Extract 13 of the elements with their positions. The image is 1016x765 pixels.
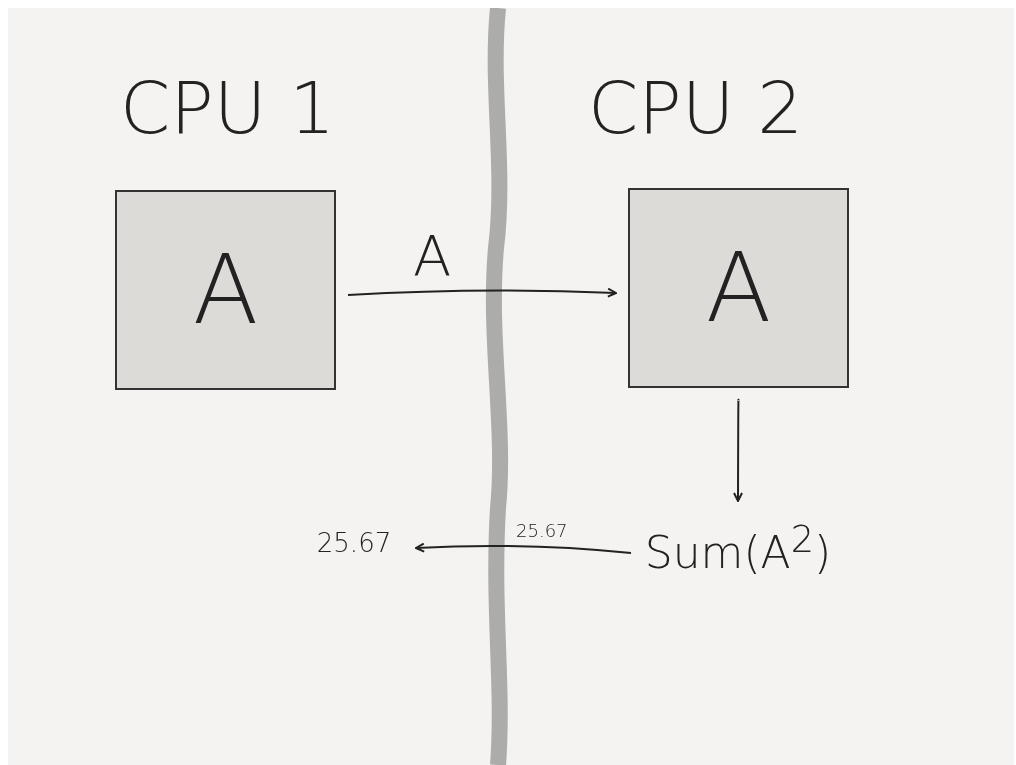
node-text: Sum(A$^{2}$) [644, 518, 832, 578]
edge-label: 25.67 [516, 520, 568, 541]
column-heading: CPU 1 [120, 66, 336, 150]
box-letter: A [192, 234, 259, 346]
process-box [115, 190, 336, 390]
edge-label: A [413, 223, 452, 288]
box-letter: A [705, 232, 772, 344]
arrow [415, 542, 632, 554]
arrow [733, 398, 743, 502]
node-text: 25.67 [316, 528, 392, 558]
arrow [347, 287, 617, 298]
process-box [628, 188, 849, 388]
column-heading: CPU 2 [588, 66, 804, 150]
